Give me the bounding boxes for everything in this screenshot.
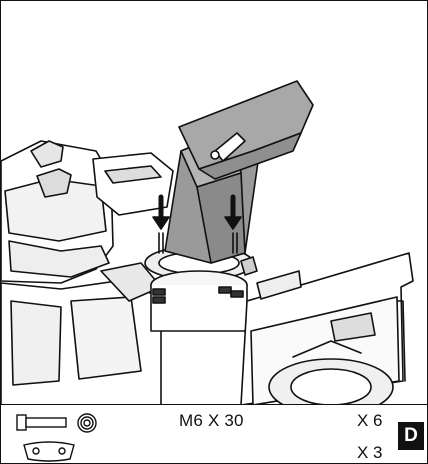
part-spec: M6 X 30 [179,411,244,430]
figure-label-badge: D [398,422,424,450]
chute-assembly-illustration [1,80,414,405]
parts-divider [1,404,427,405]
bolt-and-nut-icon [16,413,97,433]
parts-list: M6 X 30 X 6 X 3 D [1,405,427,463]
part-row-plate: X 3 [1,437,427,463]
saddle-plate-icon [23,441,75,462]
part-quantity: X 3 [357,443,383,462]
part-row-bolt: M6 X 30 X 6 [1,409,427,437]
part-quantity: X 6 [357,411,383,430]
